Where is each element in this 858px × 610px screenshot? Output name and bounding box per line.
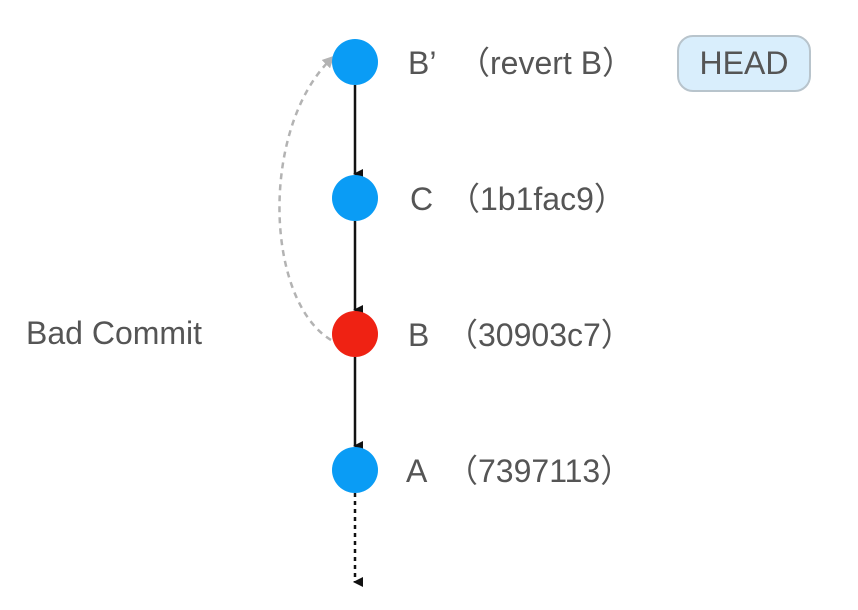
commit-node-b-prime <box>332 39 378 85</box>
commit-detail-a: （7397113） <box>446 453 633 489</box>
commit-detail-b-prime: （revert B） <box>458 45 635 81</box>
commit-node-a <box>332 447 378 493</box>
bad-commit-label: Bad Commit <box>26 315 203 351</box>
head-badge: HEAD <box>677 35 811 92</box>
commit-name-b-prime: B’ <box>408 45 437 81</box>
commit-detail-c: （1b1fac9） <box>448 181 626 217</box>
commit-detail-b: （30903c7） <box>446 317 633 353</box>
commit-node-c <box>332 175 378 221</box>
commit-name-b: B <box>408 317 430 353</box>
commit-name-c: C <box>410 181 434 217</box>
commit-node-b <box>332 311 378 357</box>
commit-name-a: A <box>406 453 428 489</box>
revert-arrow <box>278 55 335 342</box>
